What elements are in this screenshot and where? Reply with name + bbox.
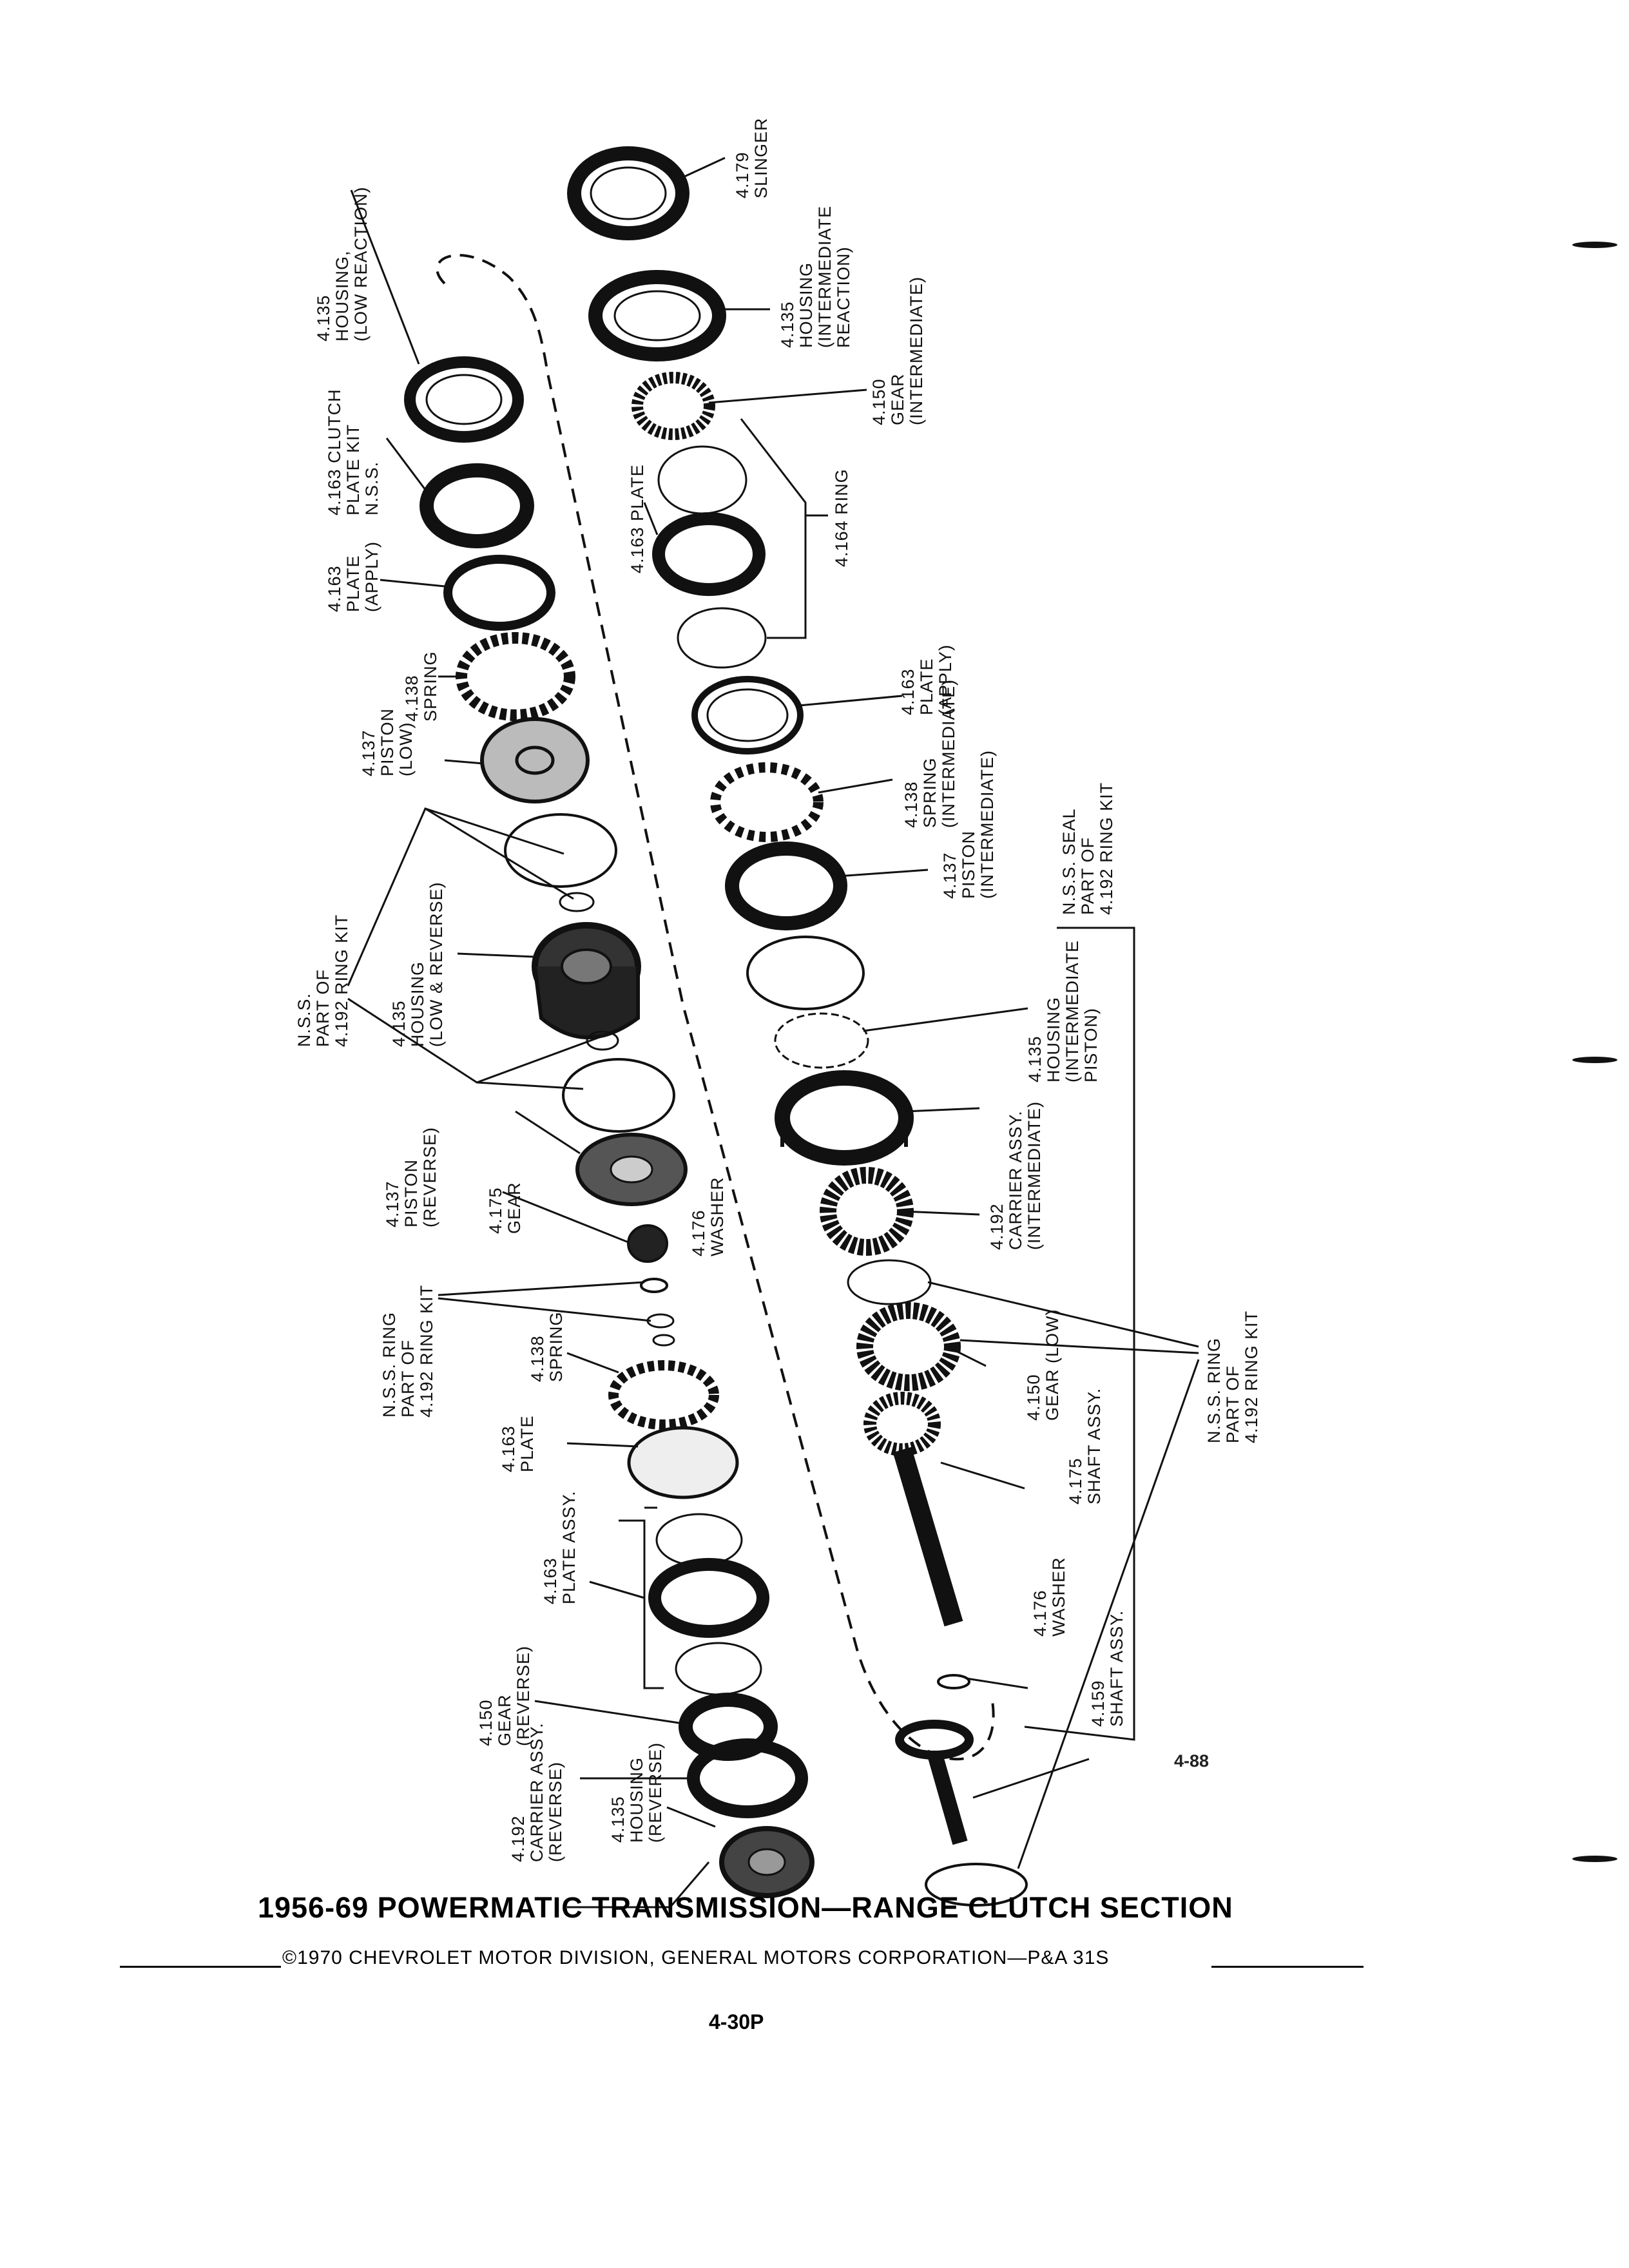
seal-ring-small-part bbox=[774, 1012, 869, 1069]
housing-reverse-part bbox=[687, 1738, 808, 1818]
washer-right-part bbox=[937, 1674, 970, 1689]
page-title: 1956-69 POWERMATIC TRANSMISSION—RANGE CL… bbox=[258, 1891, 1233, 1924]
carrier-reverse-part bbox=[719, 1826, 815, 1898]
housing-intermediate-reaction-part bbox=[588, 270, 726, 361]
plate-lower-part bbox=[627, 1426, 739, 1499]
seal-ring-tiny-upper-part bbox=[559, 892, 595, 912]
clutch-plate-kit-part bbox=[419, 463, 534, 548]
washer-left-part bbox=[640, 1278, 668, 1293]
piston-intermediate-part bbox=[725, 841, 847, 930]
plate-apply-right-part bbox=[691, 676, 804, 754]
seal-ring-upper-left-part bbox=[504, 813, 617, 888]
gear-intermediate-part bbox=[631, 372, 715, 440]
housing-low-reverse-part bbox=[532, 922, 641, 1039]
binder-tab-mark-top bbox=[1572, 242, 1617, 248]
plate-assy-dark-part bbox=[648, 1558, 769, 1638]
slinger-part bbox=[567, 146, 689, 240]
plate-assy-thin-upper-part bbox=[655, 1513, 743, 1567]
shaft-4175-part bbox=[863, 1392, 963, 1627]
gear-reverse-part bbox=[679, 1693, 778, 1761]
binder-tab-mark-bottom bbox=[1572, 1856, 1617, 1862]
ring-small-left-part bbox=[646, 1313, 675, 1329]
plate-thin-lower-part bbox=[677, 607, 767, 669]
seal-ring-tiny-lower-part bbox=[586, 1030, 619, 1051]
callout-plate-163-top: 4.163 PLATE bbox=[628, 464, 647, 573]
ring-right-part bbox=[847, 1259, 932, 1305]
leader-lines bbox=[347, 157, 1200, 1908]
rule-right bbox=[1211, 1966, 1364, 1968]
seal-ring-lower-left-part bbox=[562, 1058, 675, 1133]
plate-apply-left-part bbox=[443, 555, 555, 631]
ring-small-left-2-part bbox=[652, 1334, 675, 1347]
carrier-intermediate-part bbox=[820, 1167, 914, 1256]
housing-low-reaction-part bbox=[404, 356, 524, 443]
callout-ring-164: 4.164 RING bbox=[832, 468, 851, 567]
binder-tab-mark-middle bbox=[1572, 1057, 1617, 1063]
ring-bottom-part bbox=[925, 1863, 1028, 1907]
spring-intermediate-part bbox=[710, 762, 824, 842]
seal-ring-large-part bbox=[746, 936, 865, 1010]
page-number: 4-30P bbox=[709, 2010, 764, 2033]
gear-4175-part bbox=[627, 1224, 668, 1263]
spring-lower-part bbox=[608, 1360, 719, 1430]
copyright-line: ©1970 CHEVROLET MOTOR DIVISION, GENERAL … bbox=[282, 1947, 1110, 1968]
plate-thin-upper-part bbox=[657, 445, 747, 515]
shaft-4159-part bbox=[895, 1720, 974, 1845]
figure-number: 4-88 bbox=[1174, 1751, 1210, 1771]
assembly-path-dashed bbox=[436, 254, 995, 1761]
plate-dark-part bbox=[652, 512, 766, 596]
plate-assy-thin-lower-part bbox=[675, 1642, 762, 1696]
housing-intermediate-piston-part bbox=[775, 1070, 914, 1166]
piston-low-part bbox=[480, 717, 590, 803]
rule-left bbox=[120, 1966, 281, 1968]
spring-left-part bbox=[456, 632, 575, 721]
piston-reverse-part bbox=[575, 1133, 688, 1206]
gear-low-part bbox=[856, 1302, 961, 1391]
